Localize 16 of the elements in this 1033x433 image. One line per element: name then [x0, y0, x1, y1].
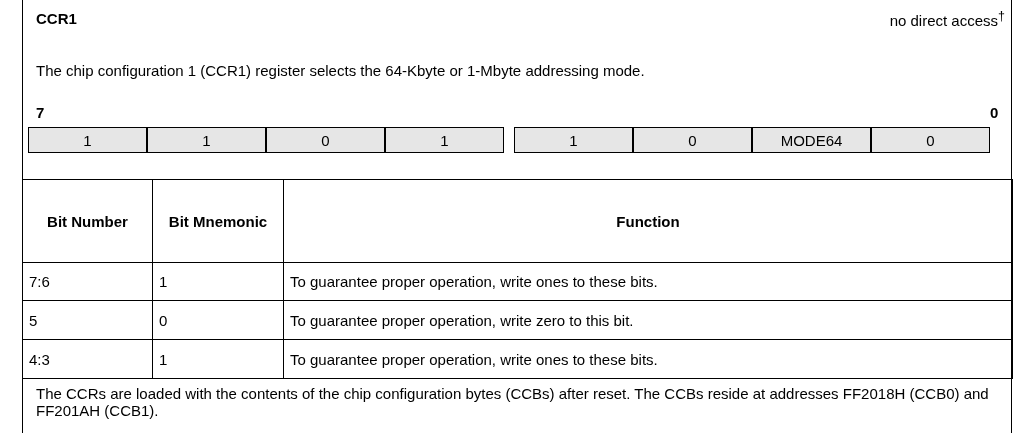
register-bit-field: 1 — [28, 127, 147, 153]
bit-index: 0 — [990, 104, 999, 121]
register-description: The chip configuration 1 (CCR1) register selects the 64-Kbyte or 1-Mbyte addressing mode. — [36, 62, 646, 79]
table-header: Function — [283, 179, 1013, 263]
register-bit-field: 1 — [514, 127, 633, 153]
register-name: CCR1 — [36, 10, 77, 27]
register-bit-field: 1 — [385, 127, 504, 153]
footnote: The CCRs are loaded with the contents of the chip configuration bytes (CCBs) after reset. The CCBs reside at addresses FF2018H (CCB0) and FF201AH (CCB1). — [36, 385, 990, 419]
register-bit-field: 1 — [147, 127, 266, 153]
table-cell: To guarantee proper operation, write ones to these bits. — [283, 339, 1013, 379]
access-note: no direct access$^{†}$ — [888, 9, 1005, 29]
bit-index: 7 — [36, 104, 45, 121]
register-bit-field: 0 — [266, 127, 385, 153]
register-bit-field: MODE64 — [752, 127, 871, 153]
register-bit-field: 0 — [633, 127, 752, 153]
register-bit-field: 0 — [871, 127, 990, 153]
